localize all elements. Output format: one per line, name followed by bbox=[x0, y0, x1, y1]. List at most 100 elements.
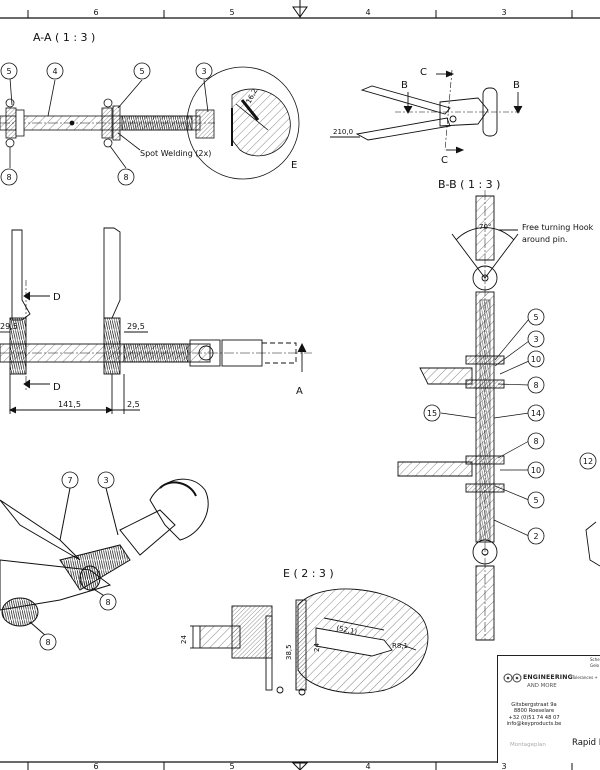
cut-c-bottom: C bbox=[441, 155, 448, 166]
dim-210: 210,0 bbox=[333, 128, 353, 136]
address-street: Gitsbergstraat 9a bbox=[511, 702, 557, 708]
dim-29-5-left: 29,5 bbox=[0, 322, 18, 331]
balloon-bb-12: 12 bbox=[579, 452, 597, 470]
section-bb-label: B-B ( 1 : 3 ) bbox=[438, 178, 500, 191]
balloon-bb-8a: 8 bbox=[527, 376, 545, 394]
col-top-3: 3 bbox=[501, 8, 506, 17]
svg-text:8: 8 bbox=[533, 381, 538, 390]
balloon-aa-8a: 8 bbox=[0, 168, 18, 186]
balloon-bb-2: 2 bbox=[527, 527, 545, 545]
dim-29-5-right: 29,5 bbox=[127, 322, 145, 331]
brand-tagline: AND MORE bbox=[527, 683, 557, 689]
section-aa-view: A-A ( 1 : 3 ) bbox=[0, 31, 300, 180]
cut-b-left: B bbox=[401, 80, 408, 91]
svg-text:15: 15 bbox=[427, 409, 437, 418]
spot-welding-note: Spot Welding (2x) bbox=[140, 149, 211, 158]
cut-d-top: D bbox=[53, 292, 61, 303]
svg-text:8: 8 bbox=[45, 638, 50, 647]
svg-text:5: 5 bbox=[139, 67, 144, 76]
balloon-aa-8b: 8 bbox=[117, 168, 135, 186]
dim-24-left: 24 bbox=[180, 635, 188, 644]
dim-38-5: 38,5 bbox=[285, 644, 293, 660]
section-bb-balloons: 5 3 10 8 15 14 8 10 5 2 12 bbox=[423, 308, 597, 545]
svg-text:4: 4 bbox=[52, 67, 57, 76]
balloon-iso-8a: 8 bbox=[99, 593, 117, 611]
title-note-scale: Sche bbox=[590, 657, 600, 662]
cut-a: A bbox=[296, 386, 303, 397]
svg-text:5: 5 bbox=[533, 496, 538, 505]
drawing-subtitle: Montageplan bbox=[510, 742, 546, 748]
brand-name: ENGINEERING bbox=[523, 674, 573, 681]
col-top-5: 5 bbox=[229, 8, 234, 17]
detail-e-label: E ( 2 : 3 ) bbox=[283, 567, 334, 580]
svg-text:3: 3 bbox=[201, 67, 206, 76]
section-bb-view: B-B ( 1 : 3 ) bbox=[397, 178, 600, 641]
drawing-title: Rapid L bbox=[572, 738, 600, 748]
sheet-column-numbers: 6 5 4 3 6 5 4 3 bbox=[93, 8, 506, 770]
side-view-bc-texts: B B C C 210,0 bbox=[333, 67, 520, 166]
balloon-aa-3: 3 bbox=[195, 62, 213, 80]
front-view-d bbox=[0, 227, 312, 414]
company-logo-icon bbox=[503, 673, 522, 683]
section-aa-balloons: 5 4 5 3 8 8 bbox=[0, 62, 213, 186]
balloon-aa-4: 4 bbox=[46, 62, 64, 80]
svg-text:5: 5 bbox=[6, 67, 11, 76]
svg-text:8: 8 bbox=[105, 598, 110, 607]
balloon-bb-10b: 10 bbox=[527, 461, 545, 479]
dim-r8-1: R8,1 bbox=[392, 642, 408, 650]
balloon-iso-8b: 8 bbox=[39, 633, 57, 651]
svg-text:10: 10 bbox=[531, 466, 541, 475]
svg-text:8: 8 bbox=[6, 173, 11, 182]
cut-d-bottom: D bbox=[53, 382, 61, 393]
balloon-bb-8b: 8 bbox=[527, 432, 545, 450]
svg-text:8: 8 bbox=[123, 173, 128, 182]
free-turning-note-line1: Free turning Hook bbox=[522, 223, 594, 232]
title-note-weight: Gelo bbox=[590, 663, 600, 668]
col-bottom-6: 6 bbox=[93, 762, 98, 770]
balloon-bb-14: 14 bbox=[527, 404, 545, 422]
svg-text:7: 7 bbox=[67, 476, 72, 485]
address-phone: +32 (0)51 74 48 07 bbox=[508, 714, 560, 721]
balloon-bb-5b: 5 bbox=[527, 491, 545, 509]
isometric-view bbox=[0, 478, 209, 637]
front-view-d-texts: D D A 29,5 29,5 141,5 2,5 bbox=[0, 292, 303, 409]
svg-text:3: 3 bbox=[533, 335, 538, 344]
isometric-balloons: 7 3 8 8 bbox=[39, 471, 117, 651]
dim-2-5: 2,5 bbox=[127, 400, 140, 409]
balloon-iso-3: 3 bbox=[97, 471, 115, 489]
svg-text:3: 3 bbox=[103, 476, 108, 485]
address-email: info@keyproducts.be bbox=[506, 721, 562, 728]
svg-text:10: 10 bbox=[531, 355, 541, 364]
balloon-bb-5a: 5 bbox=[527, 308, 545, 326]
dim-24-mid: 24 bbox=[313, 643, 321, 652]
dim-141-5: 141,5 bbox=[58, 400, 81, 409]
dim-70deg: 70° bbox=[479, 223, 491, 231]
svg-text:2: 2 bbox=[533, 532, 538, 541]
section-aa-label: A-A ( 1 : 3 ) bbox=[33, 31, 95, 44]
col-top-4: 4 bbox=[365, 8, 370, 17]
cut-b-right: B bbox=[513, 80, 520, 91]
svg-text:5: 5 bbox=[533, 313, 538, 322]
detail-e-view: E ( 2 : 3 ) bbox=[190, 567, 429, 696]
col-bottom-5: 5 bbox=[229, 762, 234, 770]
col-bottom-4: 4 bbox=[365, 762, 370, 770]
address-city: 8800 Roeselare bbox=[513, 708, 555, 715]
svg-text:14: 14 bbox=[531, 409, 541, 418]
col-top-6: 6 bbox=[93, 8, 98, 17]
company-address: Gitsbergstraat 9a 8800 Roeselare +32 (0)… bbox=[498, 702, 570, 728]
balloon-aa-5a: 5 bbox=[0, 62, 18, 80]
title-block bbox=[497, 655, 600, 763]
detail-e-marker: E bbox=[291, 160, 297, 171]
balloon-bb-15: 15 bbox=[423, 404, 441, 422]
section-bb-texts: 70° Free turning Hook around pin. bbox=[479, 223, 594, 244]
balloon-iso-7: 7 bbox=[61, 471, 79, 489]
col-bottom-3: 3 bbox=[501, 762, 506, 770]
balloon-bb-3: 3 bbox=[527, 330, 545, 348]
balloon-bb-10a: 10 bbox=[527, 350, 545, 368]
free-turning-note-line2: around pin. bbox=[522, 235, 568, 244]
svg-text:12: 12 bbox=[583, 457, 593, 466]
title-note-tolerances: Tolerances + bbox=[572, 675, 598, 680]
section-bb-leaders bbox=[440, 318, 530, 537]
cut-c-top: C bbox=[420, 67, 427, 78]
